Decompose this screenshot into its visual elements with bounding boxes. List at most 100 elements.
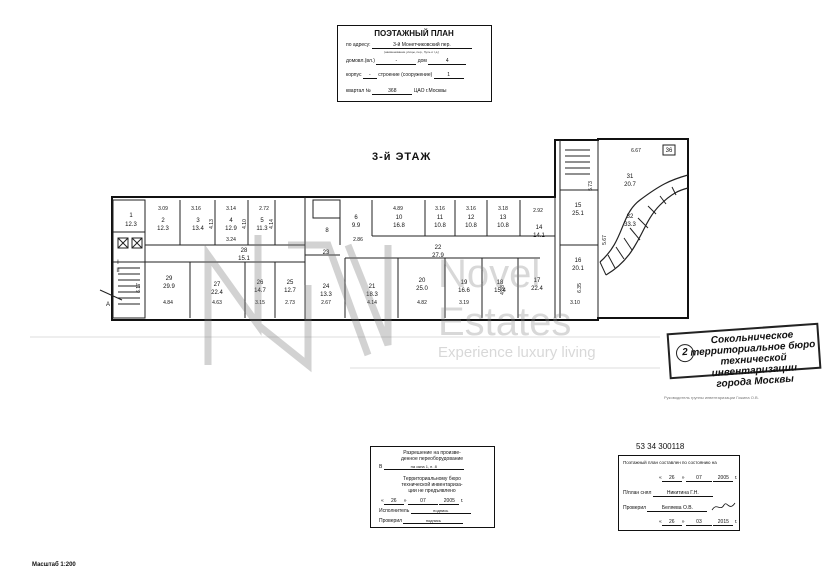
cert-state-date-row: «26» 07 2005 г. xyxy=(659,475,738,482)
room-11-area: 10.8 xyxy=(434,223,446,229)
permit-checked-sign: подпись xyxy=(403,519,464,524)
cert-plan-row: П/план снял Никитина Г.Н. xyxy=(623,491,713,497)
cert-state-suffix: г. xyxy=(734,475,738,481)
room-36-num: 36 xyxy=(666,148,673,154)
svg-text:6.17: 6.17 xyxy=(136,283,142,293)
room-3-area: 13.4 xyxy=(192,226,204,232)
room-4-num: 4 xyxy=(229,218,233,224)
watermark-logo-icon xyxy=(204,235,392,373)
svg-text:4.89: 4.89 xyxy=(393,206,403,212)
room-19-num: 19 xyxy=(461,280,468,286)
room-1-area: 12.3 xyxy=(125,222,137,228)
permit-executor-sign: подпись xyxy=(410,509,471,514)
room-22-num: 22 xyxy=(435,245,442,251)
korpus-value: - xyxy=(362,73,377,79)
permit-checked-label: Проверил xyxy=(379,518,403,524)
svg-text:5.73: 5.73 xyxy=(588,181,594,191)
svg-text:4.14: 4.14 xyxy=(269,219,275,229)
room-31-area: 20.7 xyxy=(624,182,636,188)
room-24-num: 24 xyxy=(323,284,330,290)
svg-text:4.88: 4.88 xyxy=(500,285,506,295)
cert-status-line: Поэтажный план составлен по состоянию на xyxy=(623,460,717,465)
room-3-num: 3 xyxy=(196,218,200,224)
permit-date-suffix: г. xyxy=(460,498,464,504)
svg-text:3.24: 3.24 xyxy=(226,237,236,243)
room-15-num: 15 xyxy=(575,203,582,209)
watermark-brand-2: Estates xyxy=(438,300,571,344)
room-6-num: 6 xyxy=(354,215,358,221)
permit-title-2: денное переоборудование xyxy=(400,456,464,462)
svg-text:4.63: 4.63 xyxy=(212,300,222,306)
room-32-area: 33.3 xyxy=(624,222,636,228)
outer-wall xyxy=(111,138,689,321)
cert-state-month: 07 xyxy=(685,476,712,482)
room-31-num: 31 xyxy=(627,174,634,180)
cert-check-suffix: г. xyxy=(734,519,738,525)
cert-check-year: 2015 xyxy=(713,520,734,526)
kvartal-label: квартал № xyxy=(346,88,371,94)
stair-block xyxy=(112,199,146,319)
room-12-num: 12 xyxy=(468,215,475,221)
svg-text:3.16: 3.16 xyxy=(466,206,476,212)
cert-box: Поэтажный план составлен по состоянию на… xyxy=(618,455,740,531)
svg-text:4.14: 4.14 xyxy=(367,300,377,306)
permit-box: Разрешение на произве- денное переоборуд… xyxy=(370,446,495,528)
svg-text:3.09: 3.09 xyxy=(158,206,168,212)
permit-checked-row: Проверил подпись xyxy=(379,518,464,524)
room-14-area: 14.1 xyxy=(533,233,545,239)
permit-b-label: В xyxy=(379,464,383,470)
room-13-num: 13 xyxy=(500,215,507,221)
permit-body-2: технической инвентариза- xyxy=(401,482,463,488)
room-11-num: 11 xyxy=(437,215,444,221)
header-form: ПОЭТАЖНЫЙ ПЛАН по адресу: 3-й Монетчиков… xyxy=(337,25,492,102)
room-16-num: 16 xyxy=(575,258,582,264)
domovl-label: домовл.(вл.) xyxy=(346,58,375,64)
permit-date-month: 07 xyxy=(407,499,438,505)
room-16-area: 20.1 xyxy=(572,266,584,272)
permit-title-1: Разрешение на произве- xyxy=(403,450,461,456)
room-21-area: 18.3 xyxy=(366,292,378,298)
side-label-3: А xyxy=(106,302,110,308)
cert-checked-name: Беляева О.В. xyxy=(647,506,708,512)
room-23-num: 23 xyxy=(323,250,330,256)
room-24-area: 13.3 xyxy=(320,292,332,298)
room-8-num: 8 xyxy=(325,228,329,234)
room-27-num: 27 xyxy=(214,282,221,288)
room-17-area: 22.4 xyxy=(531,286,543,292)
svg-text:3.16: 3.16 xyxy=(435,206,445,212)
room-5-num: 5 xyxy=(260,218,264,224)
header-title: ПОЭТАЖНЫЙ ПЛАН xyxy=(374,29,454,38)
permit-body-1: Территориальному бюро xyxy=(403,476,461,482)
cert-code: 53 34 300118 xyxy=(636,442,685,451)
permit-executor-label: Исполнитель xyxy=(379,508,410,514)
cert-checked-row: Проверил Беляева О.В. xyxy=(623,506,708,512)
permit-date-year: 2005 xyxy=(439,499,460,505)
svg-text:4.13: 4.13 xyxy=(209,219,215,229)
svg-text:3.18: 3.18 xyxy=(498,206,508,212)
address-value: 3-й Монетчиковский пер. xyxy=(371,43,472,49)
watermark-brand-1: Novel xyxy=(438,252,540,296)
permit-b-row: В на окна 1, п. 8 xyxy=(379,465,464,470)
room-29-area: 29.9 xyxy=(163,284,175,290)
svg-text:4.84: 4.84 xyxy=(163,300,173,306)
room-18-num: 18 xyxy=(497,280,504,286)
permit-date-row: «26» 07 2005 г. xyxy=(381,498,464,505)
room-13-area: 10.8 xyxy=(497,223,509,229)
permit-date-day: 26 xyxy=(383,499,404,505)
room-10-num: 10 xyxy=(396,215,403,221)
svg-text:3.10: 3.10 xyxy=(570,300,580,306)
kvartal-value: 368 xyxy=(372,89,413,95)
svg-text:2.67: 2.67 xyxy=(321,300,331,306)
cert-state-year: 2005 xyxy=(713,476,734,482)
room-28-num: 28 xyxy=(241,248,248,254)
side-label-1: I xyxy=(117,260,119,266)
svg-text:4.82: 4.82 xyxy=(417,300,427,306)
svg-text:2.92: 2.92 xyxy=(533,208,543,214)
scale-label: Масштаб 1:200 xyxy=(32,562,76,568)
room-19-area: 16.6 xyxy=(458,288,470,294)
svg-text:3.14: 3.14 xyxy=(226,206,236,212)
svg-text:3.19: 3.19 xyxy=(459,300,469,306)
watermark-tagline: Experience luxury living xyxy=(438,344,596,361)
room-12-area: 10.8 xyxy=(465,223,477,229)
